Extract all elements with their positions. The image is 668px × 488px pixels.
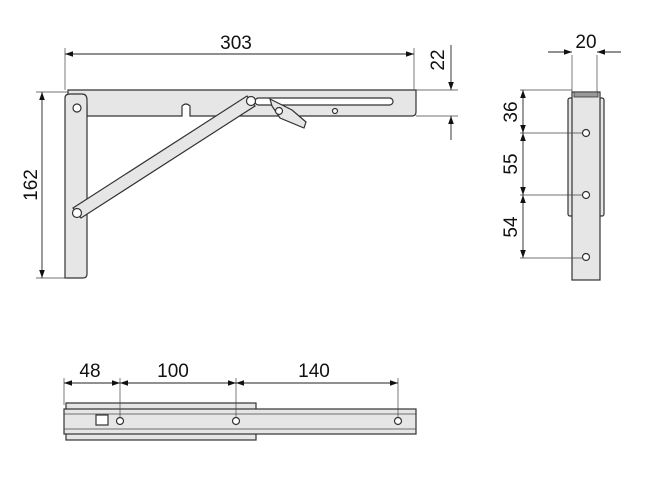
hole-icon [393,416,403,426]
spacing-label: 140 [298,361,330,382]
spacing-label: 36 [501,101,522,122]
bracket-front-plate [571,91,601,281]
width-label: 303 [220,33,252,54]
spacing-label: 48 [79,361,100,382]
pivot-icon [71,207,83,219]
hole-icon [115,416,125,426]
front-view: 20 36 55 54 [501,32,621,281]
height-label: 162 [21,169,42,201]
hole-icon [331,107,339,115]
spacing-label: 55 [501,153,522,174]
hole-icon [581,252,591,262]
side-view: 303 162 22 [21,33,458,279]
hole-icon [581,128,591,138]
bracket-vertical-arm [64,93,88,279]
latch-lever [269,97,307,129]
thickness-label: 22 [428,49,449,70]
bottom-view: 48 100 140 [63,361,417,441]
spacing-label: 54 [501,216,522,238]
slot-icon [95,414,109,426]
pivot-icon [245,95,257,107]
pivot-icon [72,103,82,113]
width-label: 20 [575,32,596,53]
spacing-label: 100 [157,361,189,382]
hole-icon [231,416,241,426]
hole-icon [581,190,591,200]
pivot-icon [274,106,284,116]
